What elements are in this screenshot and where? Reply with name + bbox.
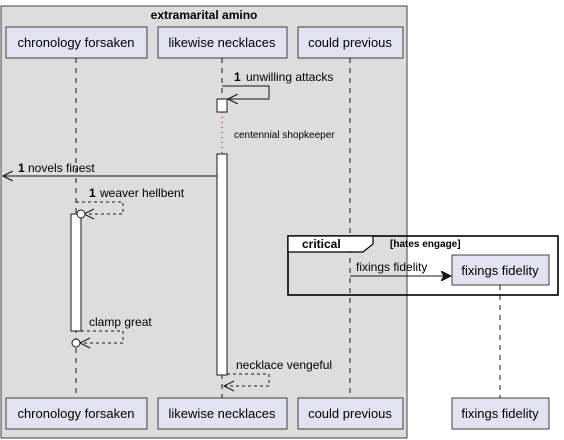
message-weaver-hellbent: 1 weaver hellbent xyxy=(76,186,185,220)
participant-fixings-fidelity-created: fixings fidelity xyxy=(451,254,550,286)
svg-text:fixings fidelity: fixings fidelity xyxy=(461,406,539,421)
svg-text:weaver hellbent: weaver hellbent xyxy=(99,186,185,200)
svg-text:clamp great: clamp great xyxy=(89,315,152,329)
participant-likewise-necklaces-top: likewise necklaces xyxy=(157,26,288,59)
svg-text:fixings fidelity: fixings fidelity xyxy=(461,263,539,278)
svg-text:chronology forsaken: chronology forsaken xyxy=(17,35,134,50)
activation-likewise-necklaces-2 xyxy=(216,153,228,376)
svg-text:1: 1 xyxy=(18,161,25,175)
svg-text:unwilling attacks: unwilling attacks xyxy=(246,70,333,84)
message-unwilling-attacks: 1 unwilling attacks xyxy=(222,70,333,99)
participant-likewise-necklaces-bottom: likewise necklaces xyxy=(157,397,288,430)
participant-could-previous-bottom: could previous xyxy=(297,397,404,430)
svg-text:necklace vengeful: necklace vengeful xyxy=(236,358,332,372)
svg-text:chronology forsaken: chronology forsaken xyxy=(17,406,134,421)
participant-chronology-forsaken-bottom: chronology forsaken xyxy=(5,397,148,430)
box-extramarital-amino: extramarital amino xyxy=(0,5,408,439)
participant-chronology-forsaken-top: chronology forsaken xyxy=(5,26,148,59)
box-title: extramarital amino xyxy=(151,8,258,22)
group-condition: [hates engage] xyxy=(390,239,461,250)
group-label: critical xyxy=(302,237,341,251)
svg-text:could previous: could previous xyxy=(308,406,392,421)
svg-text:fixings fidelity: fixings fidelity xyxy=(356,260,427,274)
svg-text:could previous: could previous xyxy=(308,35,392,50)
message-fixings-fidelity: fixings fidelity xyxy=(350,260,451,276)
participant-fixings-fidelity-bottom: fixings fidelity xyxy=(451,397,550,430)
svg-text:1: 1 xyxy=(234,70,241,84)
activation-likewise-necklaces-1 xyxy=(216,98,228,113)
message-novels-finest: 1 novels finest xyxy=(3,161,217,176)
svg-text:novels finest: novels finest xyxy=(28,161,95,175)
svg-text:1: 1 xyxy=(89,186,96,200)
activation-chronology-forsaken xyxy=(70,213,82,332)
group-critical: critical [hates engage] xyxy=(287,235,559,296)
message-necklace-vengeful: necklace vengeful xyxy=(222,358,332,392)
delay-text: centennial shopkeeper xyxy=(234,130,335,141)
svg-text:likewise necklaces: likewise necklaces xyxy=(169,406,276,421)
participant-could-previous-top: could previous xyxy=(297,26,404,59)
message-clamp-great: clamp great xyxy=(71,315,152,349)
svg-text:likewise necklaces: likewise necklaces xyxy=(169,35,276,50)
